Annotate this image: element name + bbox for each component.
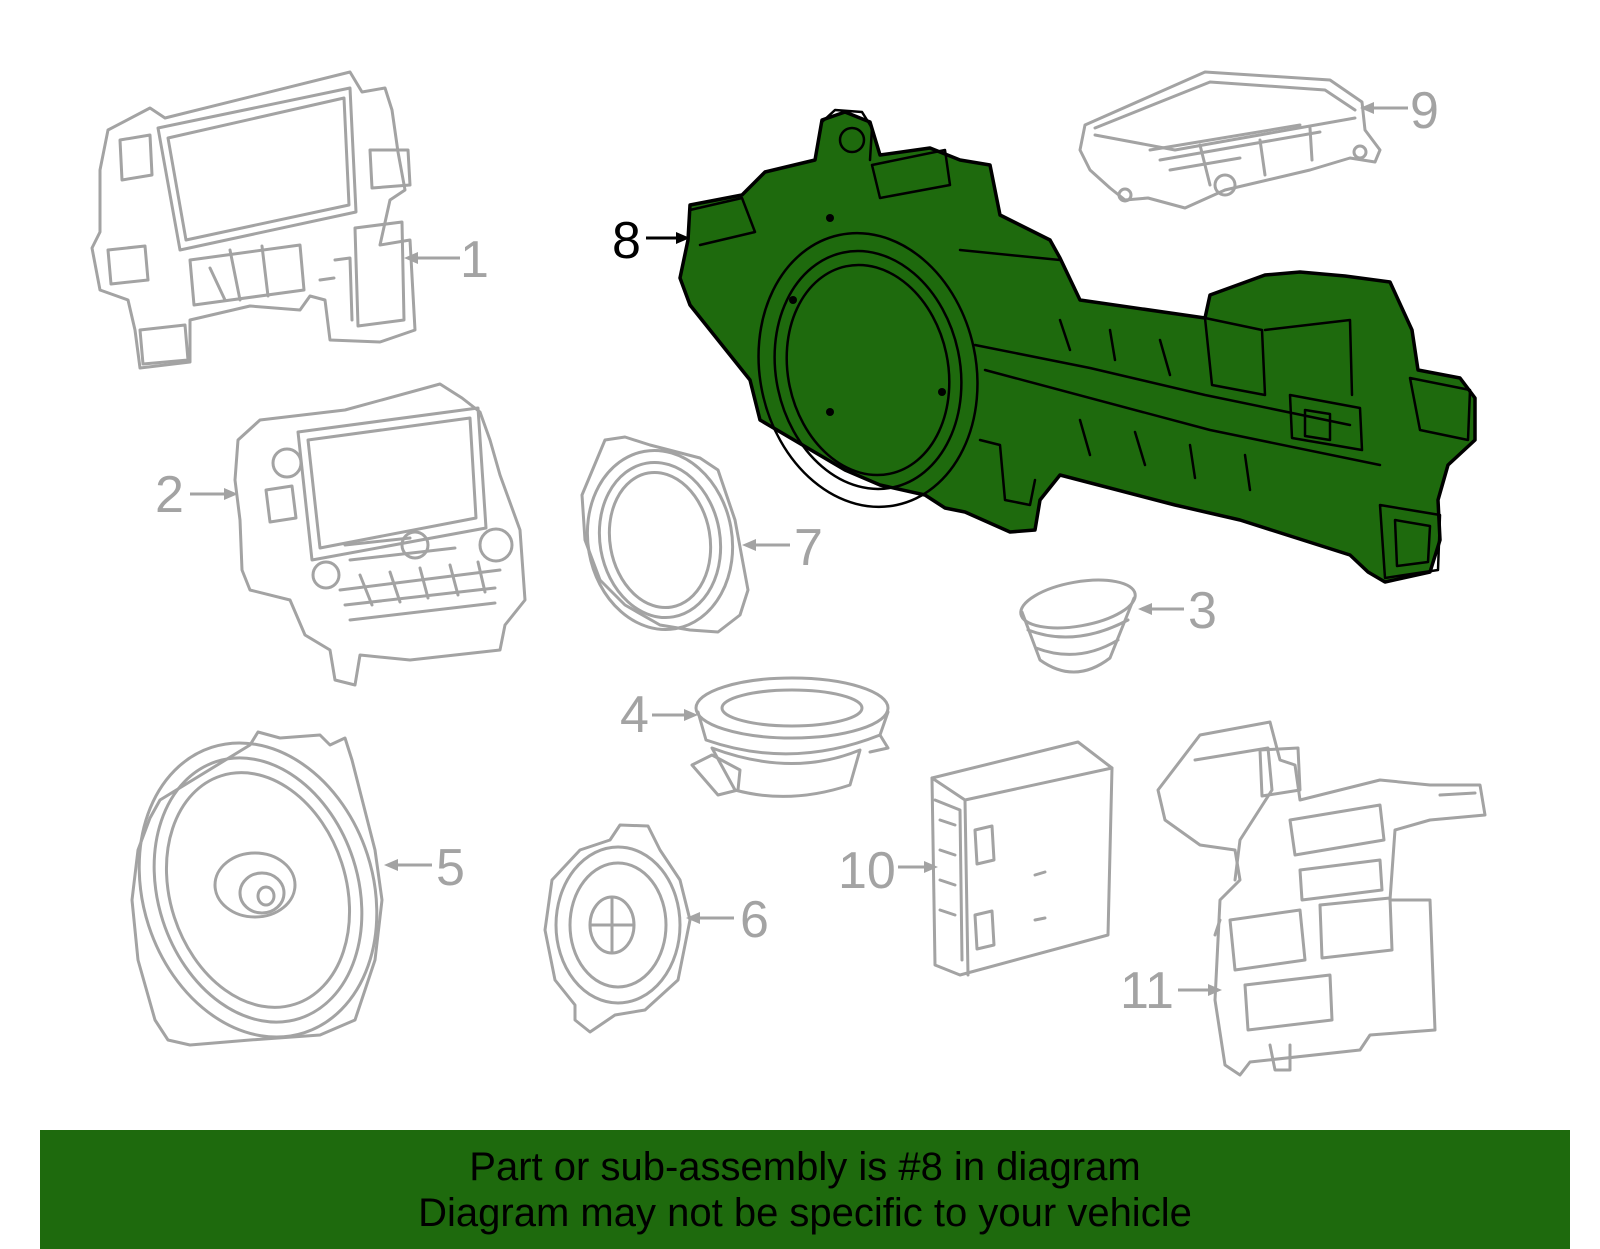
callout-2: 2 [155,466,238,524]
banner-line-1: Part or sub-assembly is #8 in diagram [469,1144,1141,1189]
part-4-midrange-speaker[interactable] [690,676,890,798]
callout-1: 1 [404,231,489,289]
parts-diagram: 1 2 3 4 5 6 7 8 9 10 [90,70,1487,1077]
callout-3-label: 3 [1188,582,1217,640]
callout-3: 3 [1138,582,1217,640]
callout-11-label: 11 [1120,962,1174,1020]
callout-10: 10 [838,842,938,900]
part-7-speaker[interactable] [573,435,750,641]
part-11-mounting-bracket[interactable] [1156,720,1487,1077]
callout-10-label: 10 [838,842,896,900]
part-10-control-module[interactable] [930,740,1114,977]
callout-8-label: 8 [612,212,641,270]
part-2-radio-control-panel[interactable] [233,382,527,687]
callout-2-label: 2 [155,466,184,524]
banner-line-2: Diagram may not be specific to your vehi… [418,1190,1192,1235]
callout-9: 9 [1360,82,1439,140]
part-9-amplifier[interactable] [1078,70,1382,210]
callout-4-label: 4 [620,686,649,744]
callout-5: 5 [384,839,465,897]
part-1-display-module[interactable] [90,70,417,370]
callout-4: 4 [620,686,698,744]
callout-9-label: 9 [1410,82,1439,140]
callout-7-label: 7 [794,519,823,577]
callout-6: 6 [686,891,769,949]
part-8-subwoofer-enclosure[interactable] [678,108,1477,584]
part-6-small-speaker[interactable] [543,823,692,1034]
callout-1-label: 1 [460,231,489,289]
callout-5-label: 5 [436,839,465,897]
part-3-tweeter[interactable] [1017,572,1139,674]
info-banner: Part or sub-assembly is #8 in diagram Di… [40,1130,1570,1249]
callout-8: 8 [612,212,690,270]
part-5-door-speaker[interactable] [102,712,413,1068]
callout-11: 11 [1120,962,1222,1020]
callout-7: 7 [742,519,823,577]
callout-6-label: 6 [740,891,769,949]
